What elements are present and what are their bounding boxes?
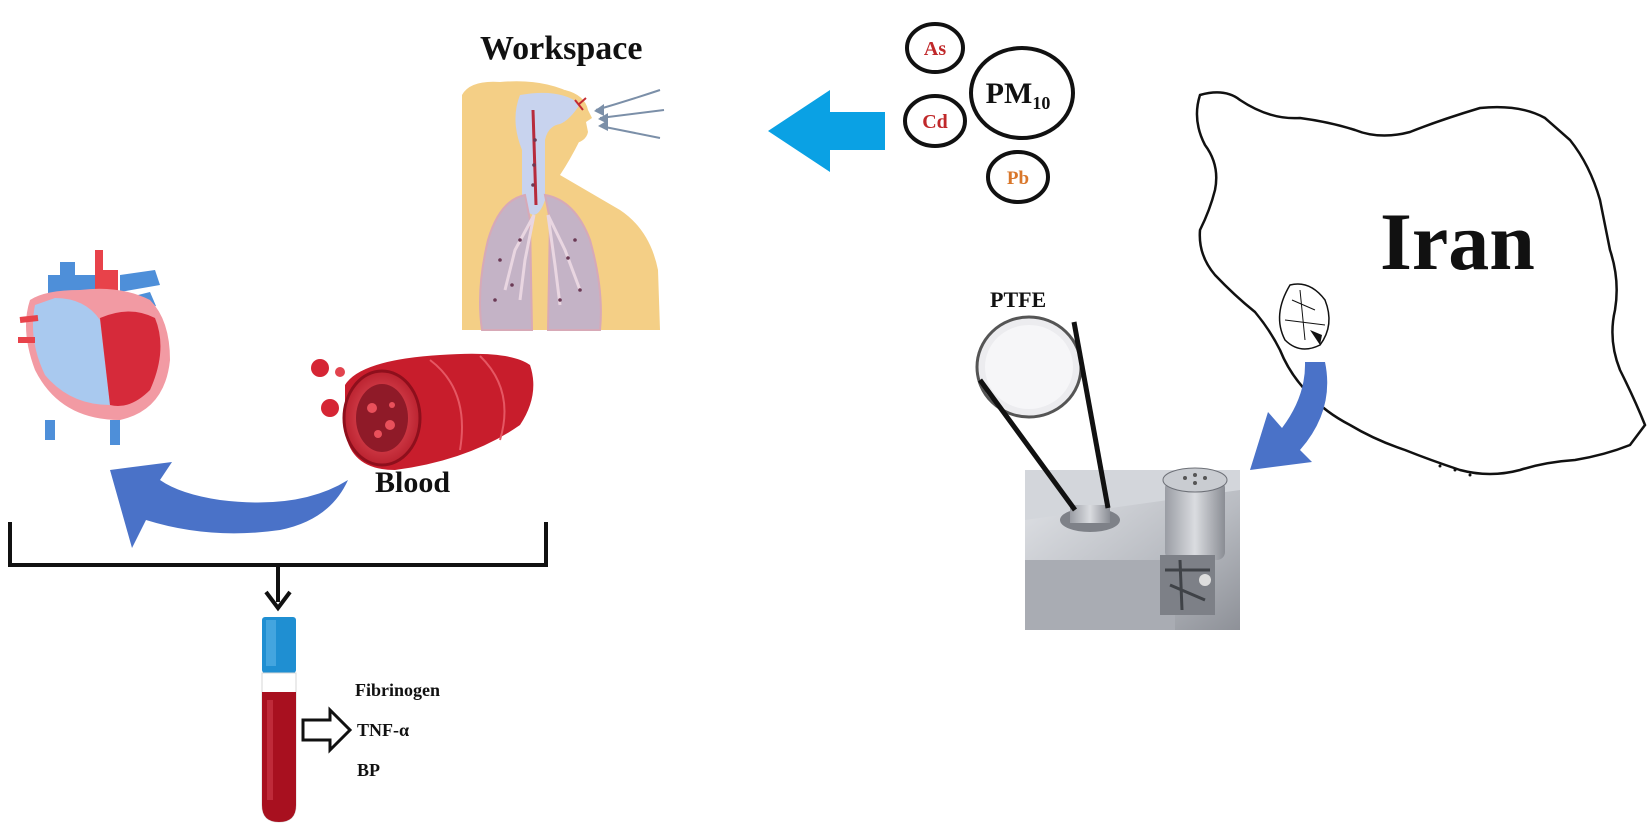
blood-vessel-icon [311,353,534,470]
pollutant-to-workspace-arrow [768,90,885,172]
air-sampler-icon [1025,467,1240,630]
iran-title: Iran [1380,196,1535,287]
workspace-title: Workspace [480,30,643,67]
blood-tube-icon [261,617,297,823]
pollutant-pb-label: Pb [1007,168,1029,189]
respiratory-system-icon [462,81,665,331]
ptfe-filter-icon [975,315,1083,419]
marker-tnf-alpha: TNF-α [357,720,410,740]
ptfe-label: PTFE [990,287,1047,312]
down-arrow [264,590,292,612]
filter-lines [977,321,1111,512]
pollutant-cd-label: Cd [922,111,948,133]
bracket-line [8,522,548,602]
marker-bp: BP [357,760,381,780]
marker-fibrinogen: Fibrinogen [355,680,441,700]
pollutant-circles [903,22,1075,204]
heart-icon [18,250,170,445]
blood-to-heart-arrow [110,462,348,548]
map-to-sampler-arrow [1250,362,1328,470]
markers-arrow [301,706,353,754]
blood-label: Blood [375,466,451,499]
pollutant-as-label: As [924,38,946,60]
pollutant-pm10-label: PM10 [986,77,1051,113]
